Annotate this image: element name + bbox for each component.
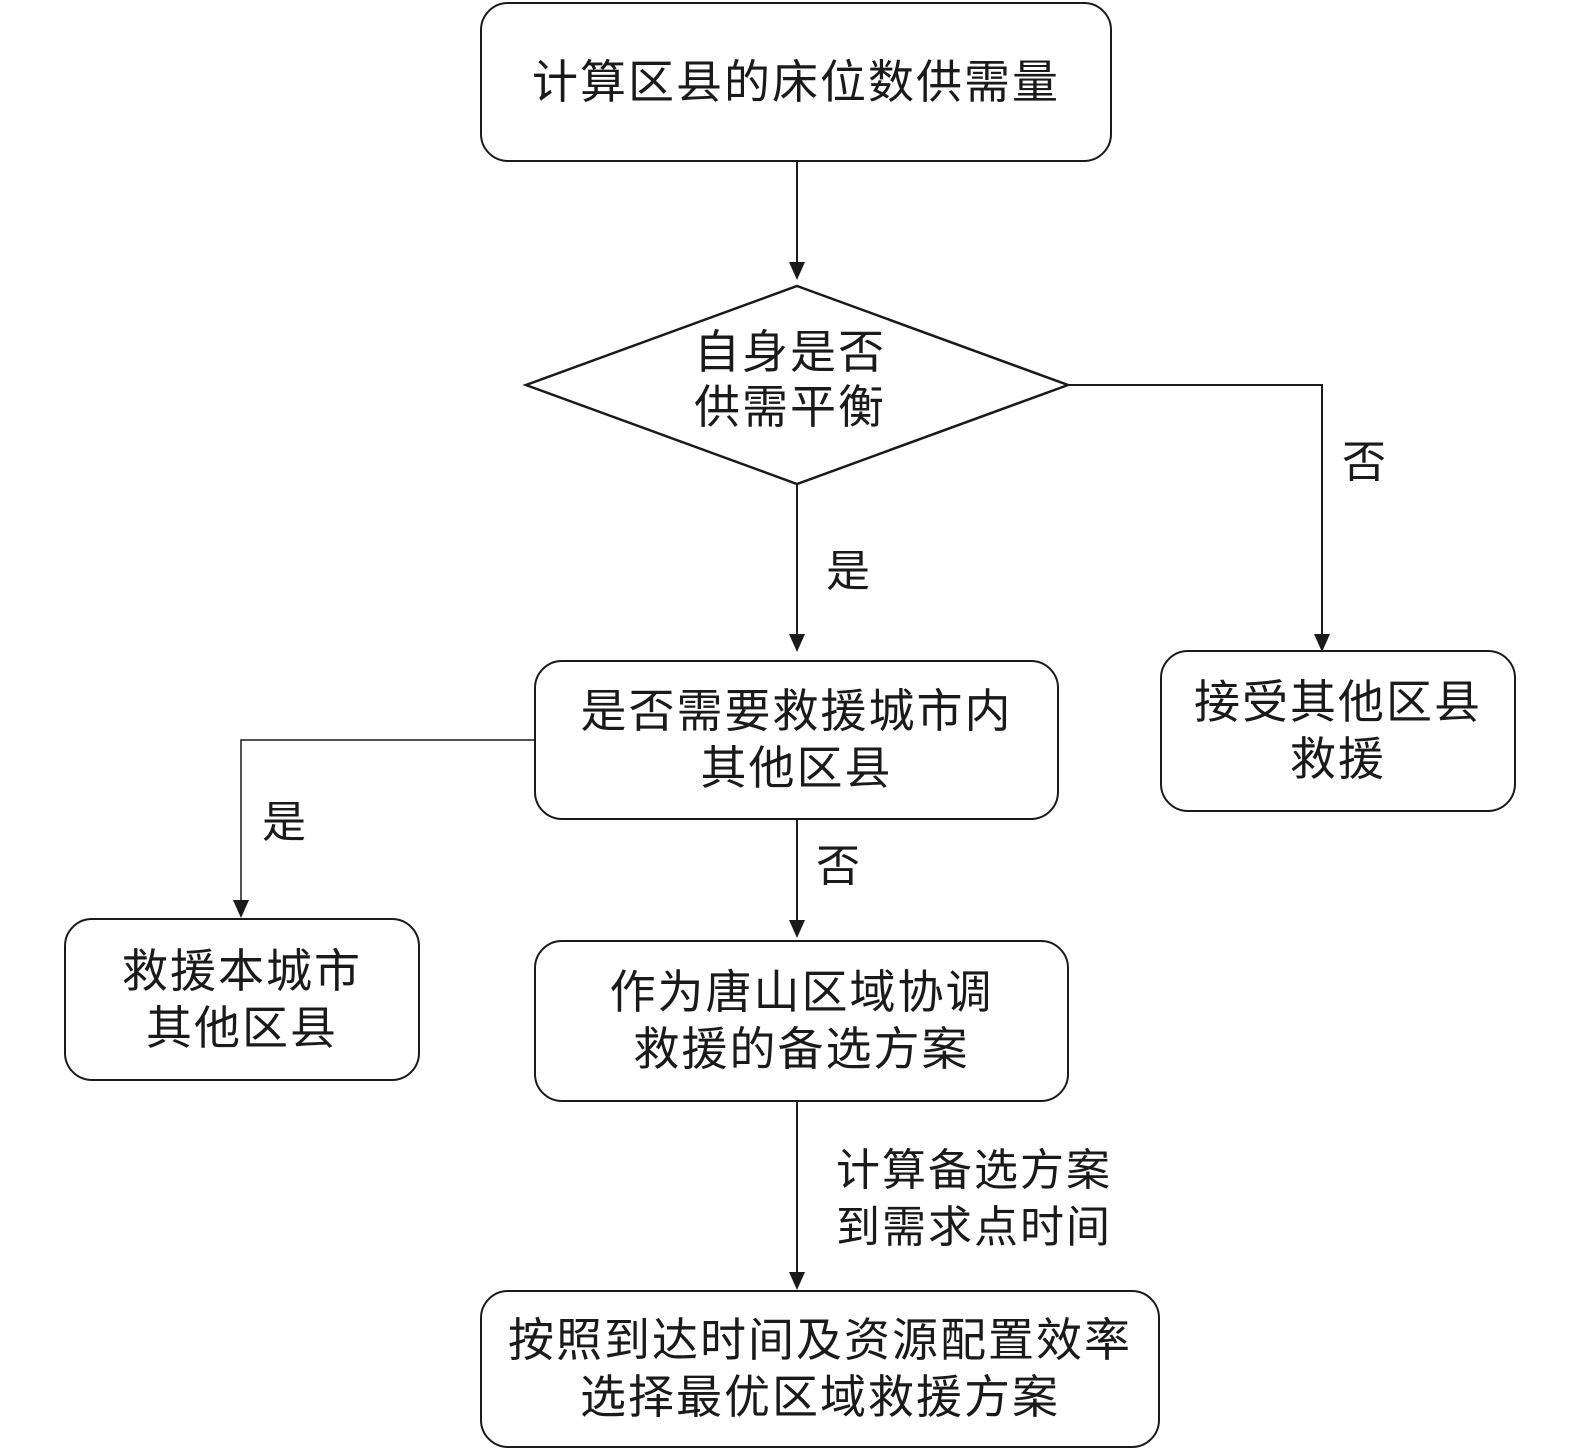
edge-need-rescue-to-alternative — [789, 818, 805, 938]
node-text: 自身是否 — [694, 325, 886, 379]
edge-label-line: 计算备选方案 — [836, 1145, 1112, 1196]
edge-label-yes-need-rescue: 是 — [262, 797, 308, 848]
node-text: 接受其他区县 — [1194, 675, 1482, 729]
node-alternative-plan: 作为唐山区域协调 救援的备选方案 — [534, 940, 1069, 1102]
arrowhead-icon — [1314, 634, 1330, 652]
edge-label-no-need-rescue: 否 — [816, 841, 862, 892]
edge-balance-to-need-rescue — [789, 484, 805, 652]
node-text: 其他区县 — [146, 1000, 338, 1055]
edge-balance-to-accept-rescue — [1068, 384, 1330, 652]
arrowhead-icon — [789, 920, 805, 938]
edge-label-no-balance: 否 — [1342, 437, 1388, 488]
node-text: 按照到达时间及资源配置效率 — [508, 1313, 1132, 1367]
node-text: 其他区县 — [700, 741, 893, 795]
node-balance-check: 自身是否 供需平衡 — [520, 325, 1060, 435]
arrowhead-icon — [789, 1272, 805, 1290]
edge-calc-to-balance — [789, 162, 805, 280]
edge-need-rescue-to-rescue-city — [233, 739, 534, 918]
node-accept-rescue: 接受其他区县 救援 — [1160, 650, 1516, 812]
node-text: 救援本城市 — [122, 943, 362, 998]
node-text: 救援的备选方案 — [633, 1022, 970, 1076]
arrowhead-icon — [789, 634, 805, 652]
arrowhead-icon — [789, 262, 805, 280]
node-text: 救援 — [1290, 732, 1386, 786]
edge-alternative-to-select-optimal — [789, 1102, 805, 1290]
node-text: 是否需要救援城市内 — [580, 684, 1013, 738]
node-need-rescue-check: 是否需要救援城市内 其他区县 — [534, 660, 1059, 820]
edge-label-yes-balance: 是 — [826, 546, 872, 597]
edge-label-calc-time: 计算备选方案 到需求点时间 — [836, 1142, 1112, 1256]
node-text: 计算区县的床位数供需量 — [532, 54, 1060, 109]
node-rescue-city-districts: 救援本城市 其他区县 — [64, 918, 420, 1081]
edge-label-line: 到需求点时间 — [836, 1202, 1112, 1253]
arrowhead-icon — [233, 900, 249, 918]
node-select-optimal: 按照到达时间及资源配置效率 选择最优区域救援方案 — [480, 1290, 1160, 1448]
node-text: 选择最优区域救援方案 — [580, 1370, 1060, 1424]
node-text: 供需平衡 — [694, 380, 886, 434]
node-calc-supply-demand: 计算区县的床位数供需量 — [480, 2, 1112, 162]
node-text: 作为唐山区域协调 — [609, 965, 994, 1019]
